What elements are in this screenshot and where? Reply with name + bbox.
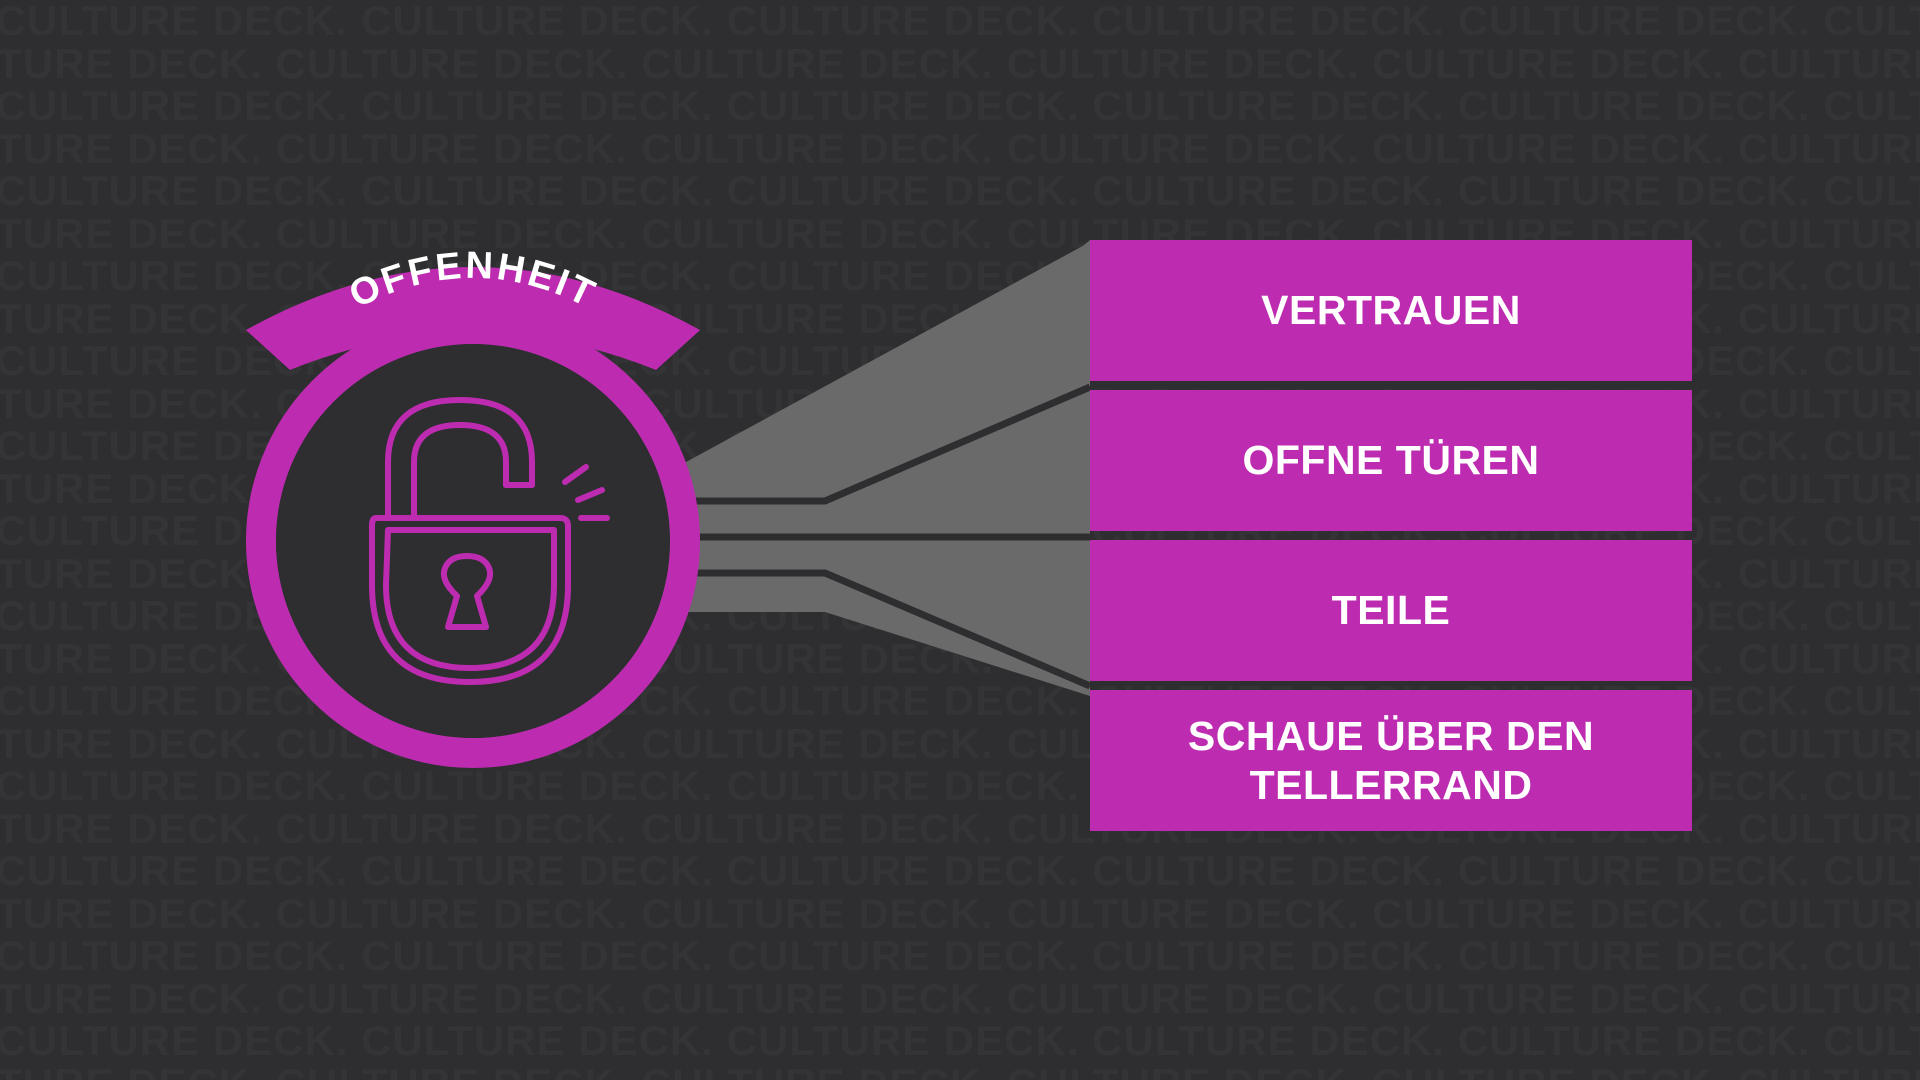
watermark-row: CULTURE DECK. CULTURE DECK. CULTURE DECK… xyxy=(0,932,1920,979)
title-banner-fill xyxy=(246,275,700,370)
box-tellerrand xyxy=(1090,690,1692,831)
item-label-vertrauen: VERTRAUEN xyxy=(1261,287,1521,334)
watermark-row: CULTURE DECK. CULTURE DECK. CULTURE DECK… xyxy=(0,39,1920,87)
watermark-row: CULTURE DECK. CULTURE DECK. CULTURE DECK… xyxy=(0,124,1920,172)
item-label-offne-tueren: OFFNE TÜREN xyxy=(1242,437,1540,484)
box-offne-tueren xyxy=(1090,390,1692,531)
watermark-row: CULTURE DECK. CULTURE DECK. CULTURE DECK… xyxy=(0,974,1920,1022)
item-label-tellerrand: SCHAUE ÜBER DEN TELLERRAND xyxy=(1187,713,1595,808)
item-boxes xyxy=(1090,240,1692,831)
watermark-row: CULTURE DECK. CULTURE DECK. CULTURE DECK… xyxy=(0,0,1920,44)
watermark-row: CULTURE DECK. CULTURE DECK. CULTURE DECK… xyxy=(0,847,1920,894)
watermark-row: CULTURE DECK. CULTURE DECK. CULTURE DECK… xyxy=(0,82,1920,129)
watermark-row: CULTURE DECK. CULTURE DECK. CULTURE DECK… xyxy=(0,1062,1920,1080)
watermark-row: CULTURE DECK. CULTURE DECK. CULTURE DECK… xyxy=(0,167,1920,214)
connector-dividers xyxy=(660,383,1092,690)
watermark-row: CULTURE DECK. CULTURE DECK. CULTURE DECK… xyxy=(0,1017,1920,1064)
open-padlock-icon xyxy=(369,397,610,685)
watermark-row: CULTURE DECK. CULTURE DECK. CULTURE DECK… xyxy=(0,889,1920,937)
connector-funnel xyxy=(660,240,1090,696)
box-vertrauen xyxy=(1090,240,1692,381)
box-teile xyxy=(1090,540,1692,681)
item-label-teile: TEILE xyxy=(1331,587,1451,634)
